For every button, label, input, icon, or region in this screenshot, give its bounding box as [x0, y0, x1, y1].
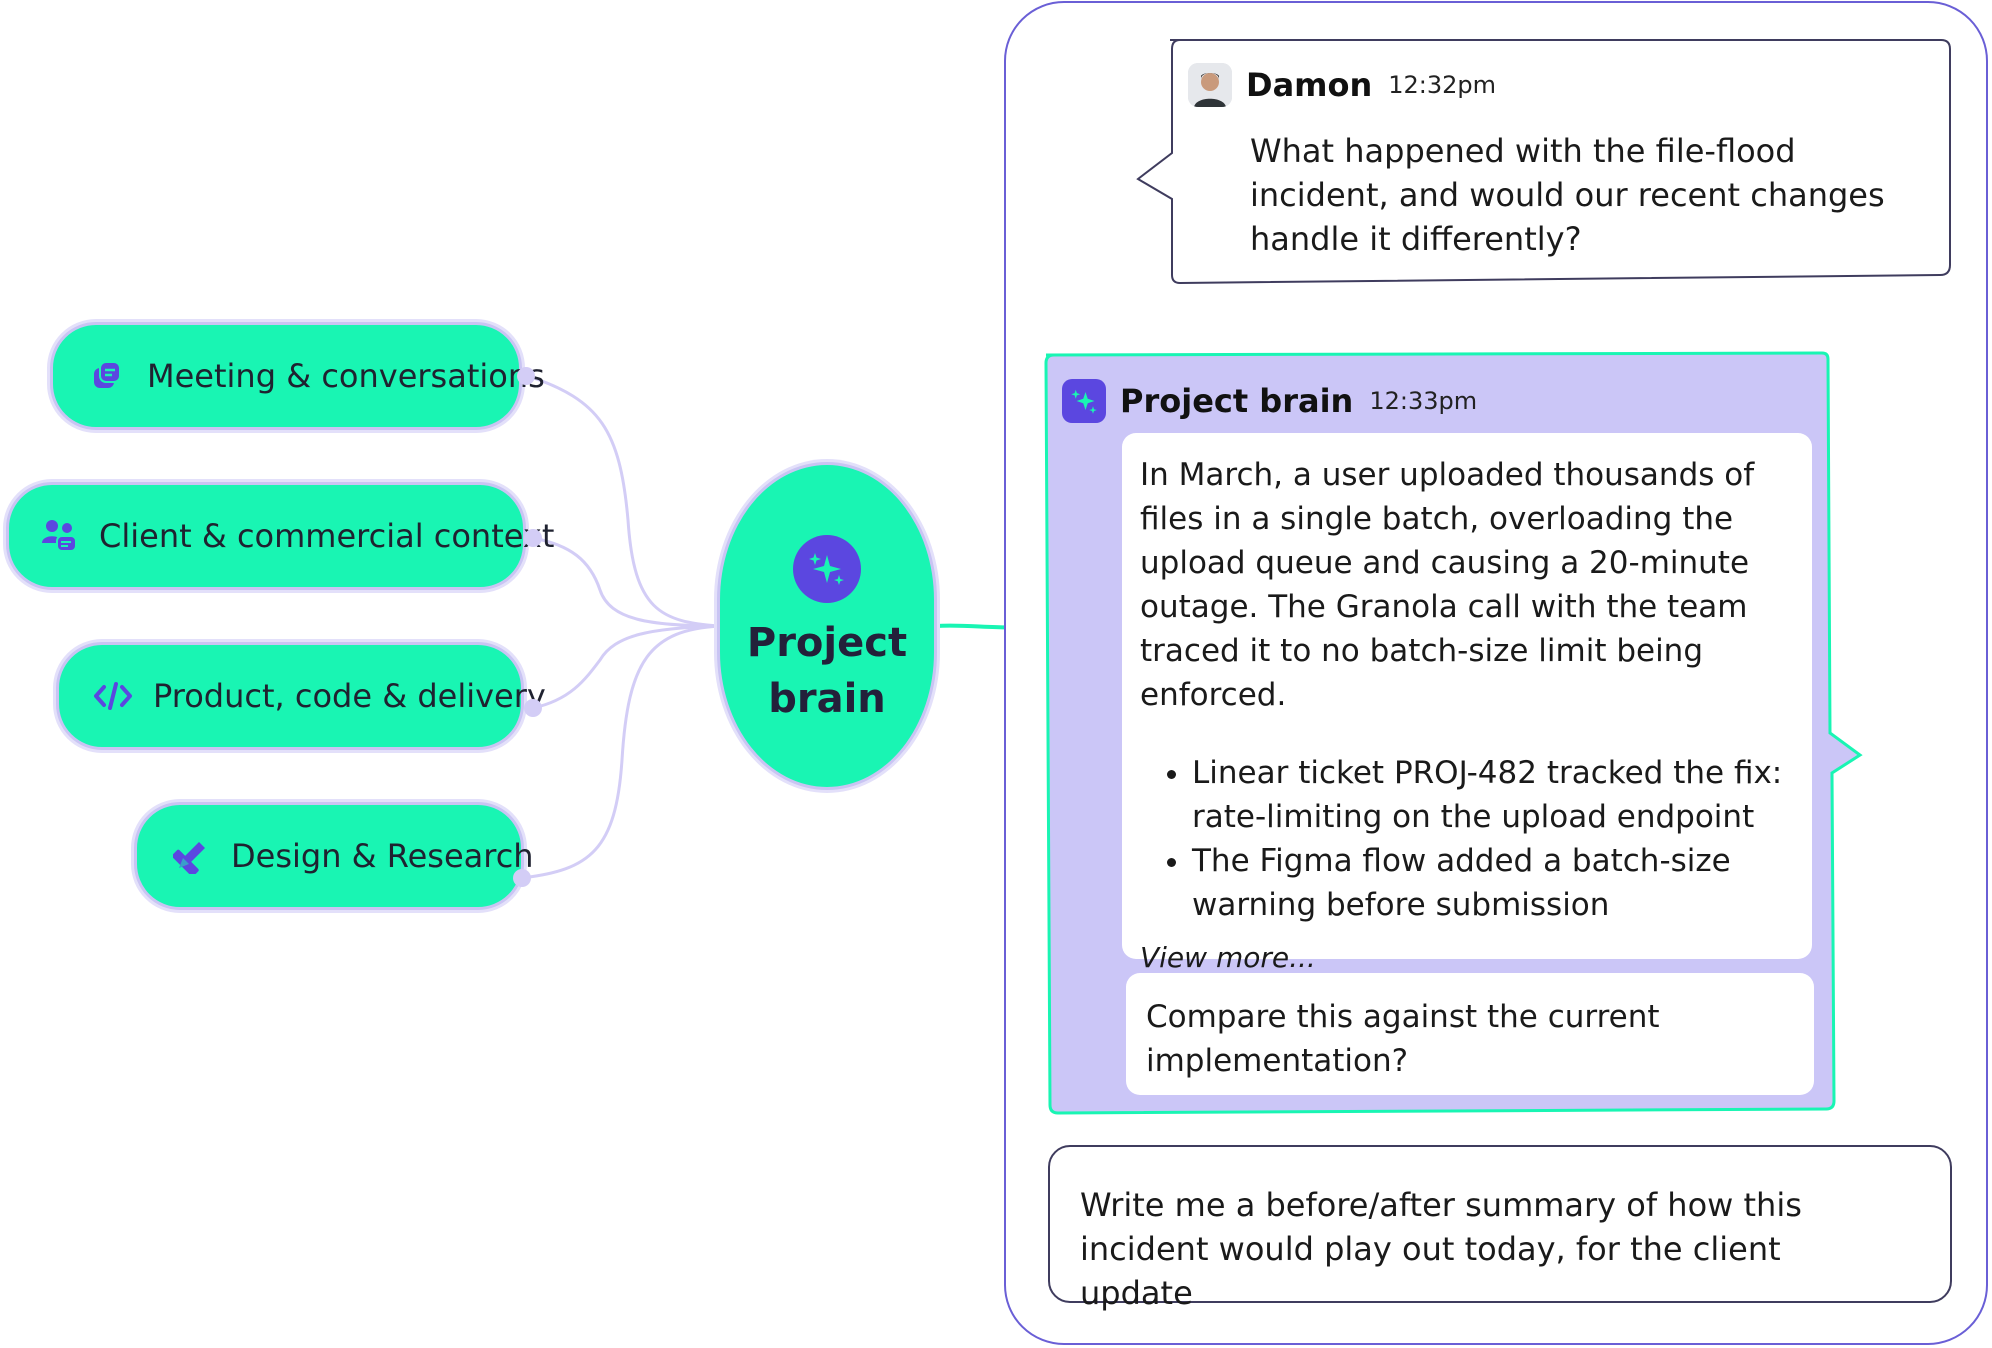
connector-client	[532, 536, 721, 628]
chat-panel: Damon 12:32pm What happened with the fil…	[1004, 1, 1988, 1345]
connector-design	[521, 624, 721, 880]
sparkles-icon	[1062, 379, 1106, 423]
user-message-header: Damon 12:32pm	[1188, 63, 1496, 107]
connector-product	[532, 624, 721, 710]
composer-text: Write me a before/after summary of how t…	[1080, 1186, 1802, 1312]
code-icon	[93, 676, 133, 716]
source-label: Design & Research	[231, 837, 534, 875]
source-label: Client & commercial context	[99, 517, 555, 555]
people-chat-icon	[39, 516, 79, 556]
sender-name: Damon	[1246, 66, 1373, 104]
design-tools-icon	[171, 836, 211, 876]
user-message-bubble	[1136, 39, 1951, 285]
source-label: Product, code & delivery	[153, 677, 546, 715]
ai-answer-paragraph: In March, a user uploaded thousands of f…	[1140, 457, 1755, 713]
message-time: 12:33pm	[1369, 387, 1478, 415]
suggestion-chip[interactable]: Compare this against the current impleme…	[1126, 973, 1814, 1095]
connector-meeting	[527, 374, 721, 628]
source-client-commercial[interactable]: Client & commercial context	[6, 482, 554, 590]
source-label: Meeting & conversations	[147, 357, 545, 395]
message-composer[interactable]: Write me a before/after summary of how t…	[1048, 1145, 1952, 1312]
connector-dot	[513, 869, 531, 887]
avatar[interactable]	[1188, 63, 1232, 107]
message-time: 12:32pm	[1388, 71, 1497, 99]
connector-dot	[524, 699, 542, 717]
ai-message-header: Project brain 12:33pm	[1062, 379, 1477, 423]
source-design-research[interactable]: Design & Research	[134, 802, 534, 910]
sparkles-icon	[793, 535, 861, 603]
sender-name: Project brain	[1120, 382, 1354, 420]
ai-answer-bullets: Linear ticket PROJ-482 tracked the fix: …	[1140, 751, 1792, 927]
view-more-link[interactable]: View more...	[1140, 941, 1316, 974]
source-meeting-conversations[interactable]: Meeting & conversations	[50, 322, 545, 430]
list-item: Linear ticket PROJ-482 tracked the fix: …	[1192, 751, 1792, 839]
connector-dot	[517, 367, 535, 385]
connector-dot	[524, 529, 542, 547]
chat-bubbles-icon	[87, 356, 127, 396]
source-product-code-delivery[interactable]: Product, code & delivery	[56, 642, 546, 750]
hub-title: Project brain	[746, 620, 908, 722]
ai-answer-card: In March, a user uploaded thousands of f…	[1122, 433, 1812, 974]
project-brain-hub[interactable]: Project brain	[717, 462, 937, 790]
user-message-text: What happened with the file-flood incide…	[1250, 132, 1885, 258]
list-item: The Figma flow added a batch-size warnin…	[1192, 839, 1792, 927]
suggestion-text: Compare this against the current impleme…	[1146, 999, 1660, 1079]
